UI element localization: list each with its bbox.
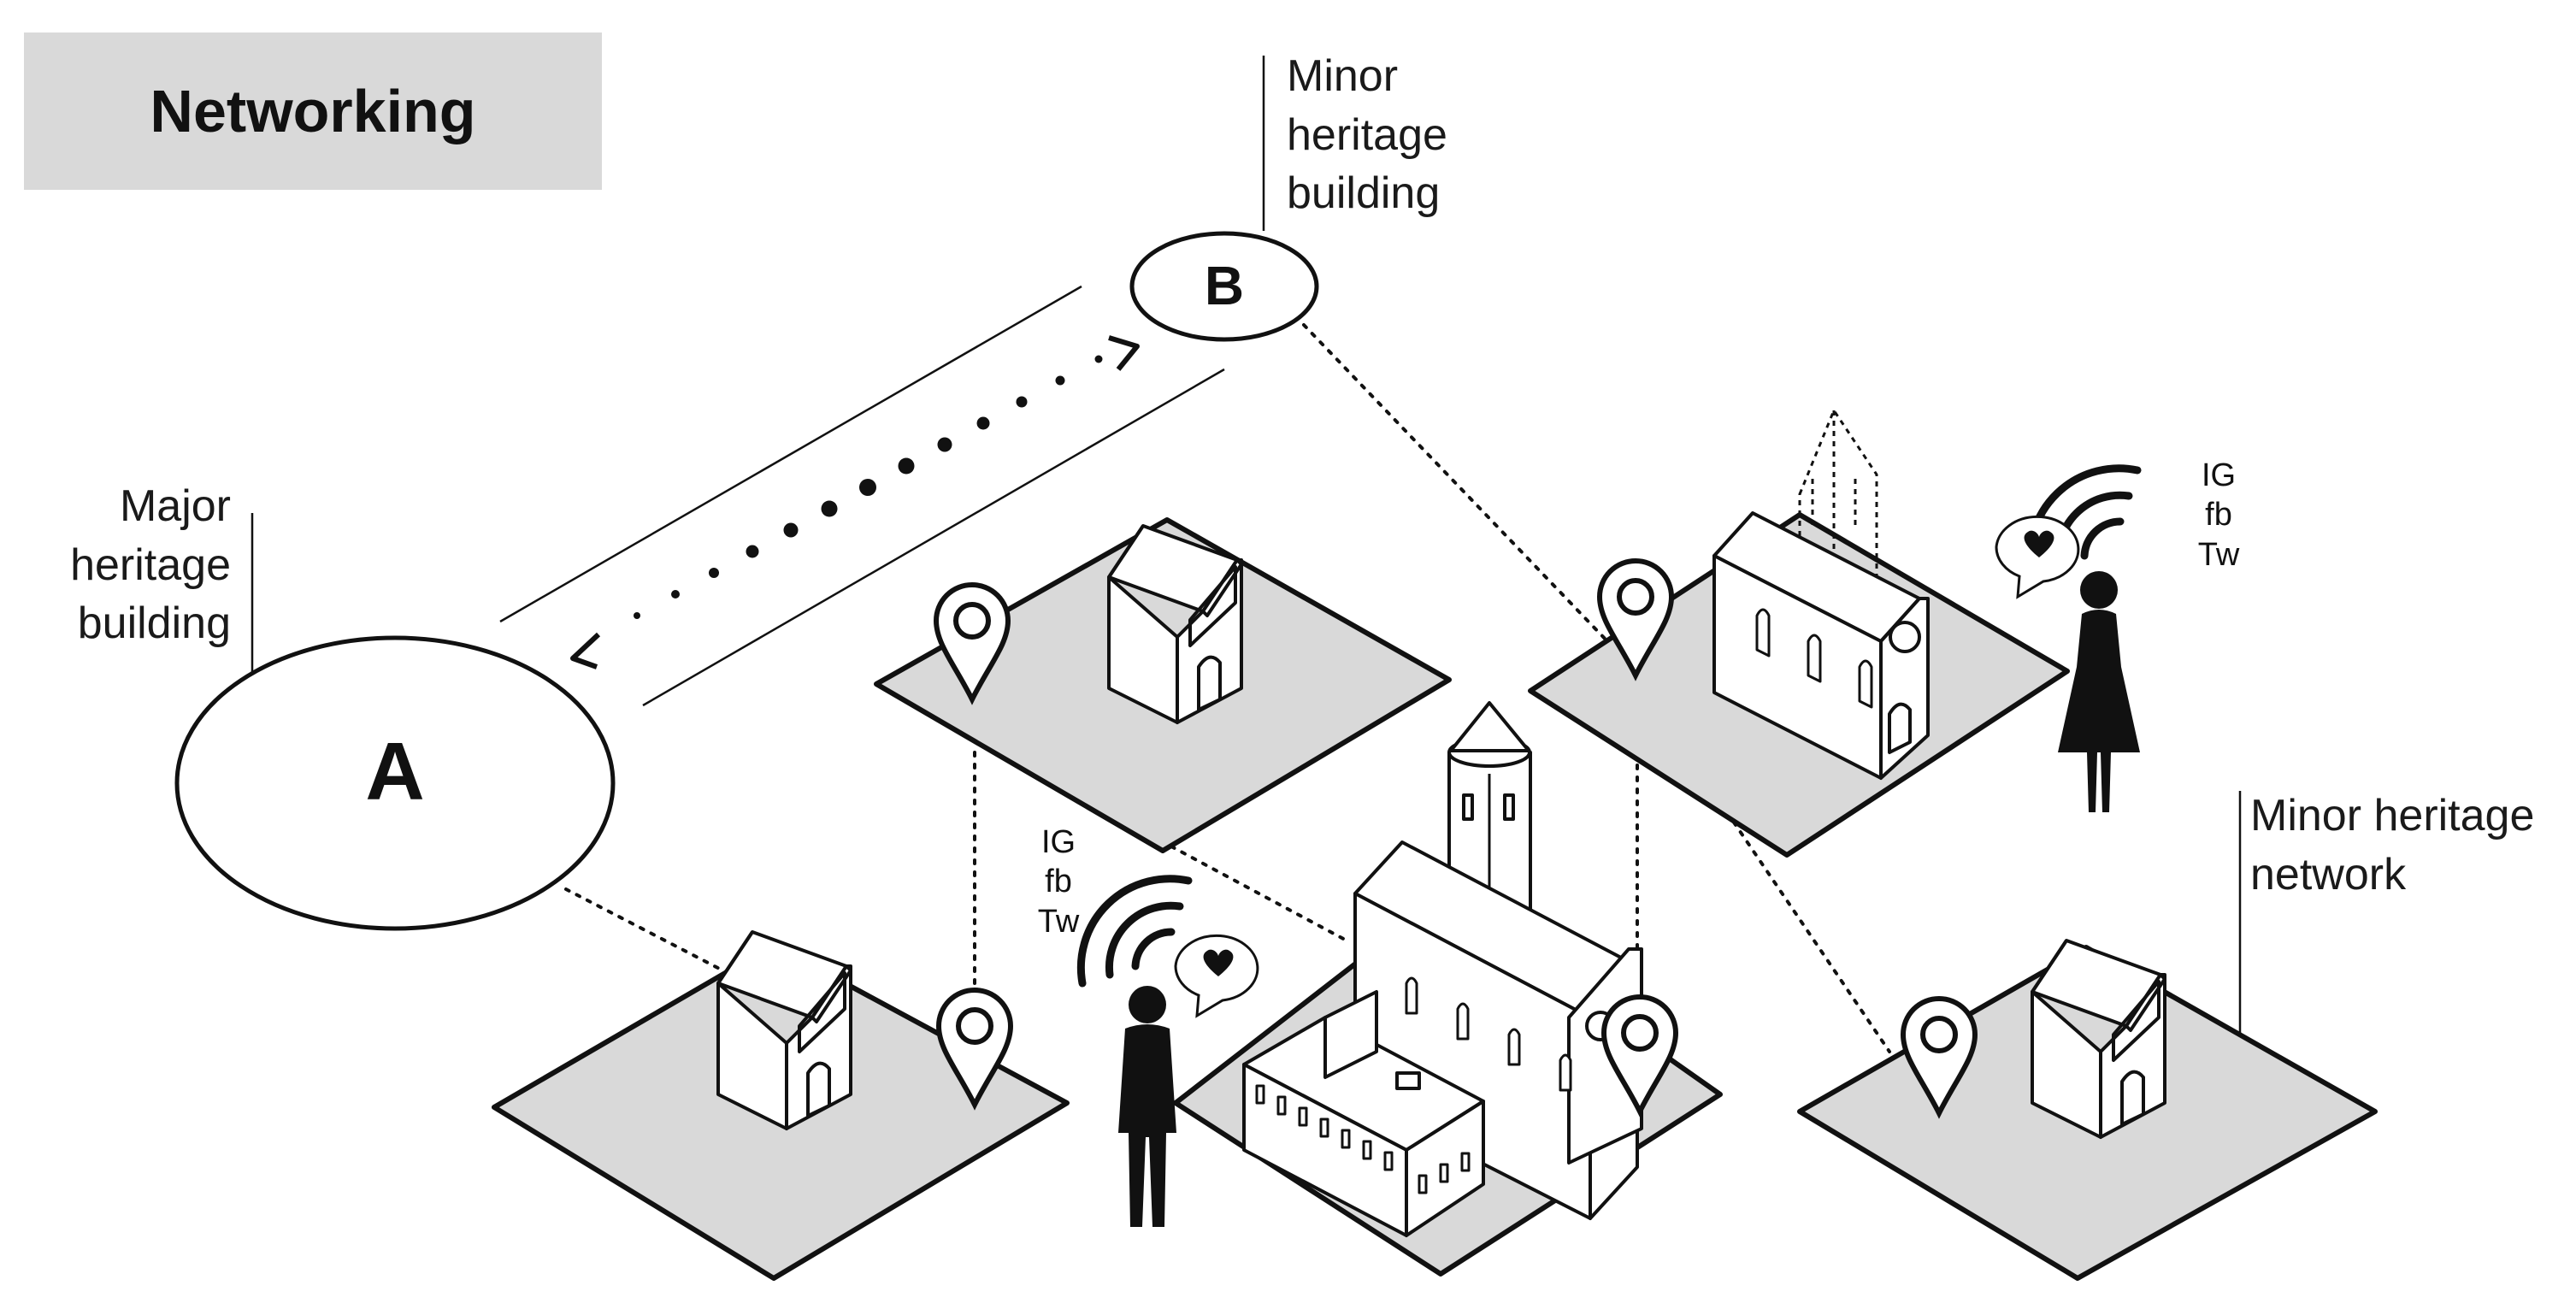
minor-heritage-network-label: Minor heritage network	[2250, 791, 2535, 899]
lower-link-line	[642, 368, 1225, 707]
link-tile2-tile3	[1170, 845, 1348, 942]
exchange-arrow	[570, 335, 1140, 669]
page-title: Networking	[150, 78, 476, 144]
social-tags-right: IG fb Tw	[2197, 457, 2240, 573]
minor-heritage-building-label: Minor heritage building	[1287, 51, 1447, 219]
link-b-tile4	[1302, 323, 1609, 643]
node-b-ellipse	[1129, 231, 1319, 342]
speech-bubble-heart-icon	[1995, 515, 2080, 599]
major-heritage-building-label: Major heritage building	[70, 481, 231, 649]
upper-link-line	[499, 285, 1082, 623]
node-a-ellipse	[174, 635, 616, 931]
node-b-letter: B	[1204, 255, 1245, 316]
social-tags-left: IG fb Tw	[1037, 824, 1080, 940]
arrowhead-right-icon	[1108, 335, 1140, 371]
wifi-signal-icon	[1081, 879, 1188, 983]
arrowhead-left-icon	[570, 632, 601, 669]
speech-bubble-heart-icon	[1174, 934, 1259, 1017]
chapel-icon	[1712, 409, 1930, 780]
title-box: Networking	[24, 32, 602, 190]
link-tile4-tile5	[1725, 811, 1891, 1053]
node-a-letter: A	[365, 726, 425, 817]
visitor-person-icon	[2058, 571, 2140, 812]
abbey-icon	[1242, 701, 1643, 1237]
link-a-tile1	[564, 887, 733, 976]
visitor-person-icon	[1118, 986, 1176, 1227]
